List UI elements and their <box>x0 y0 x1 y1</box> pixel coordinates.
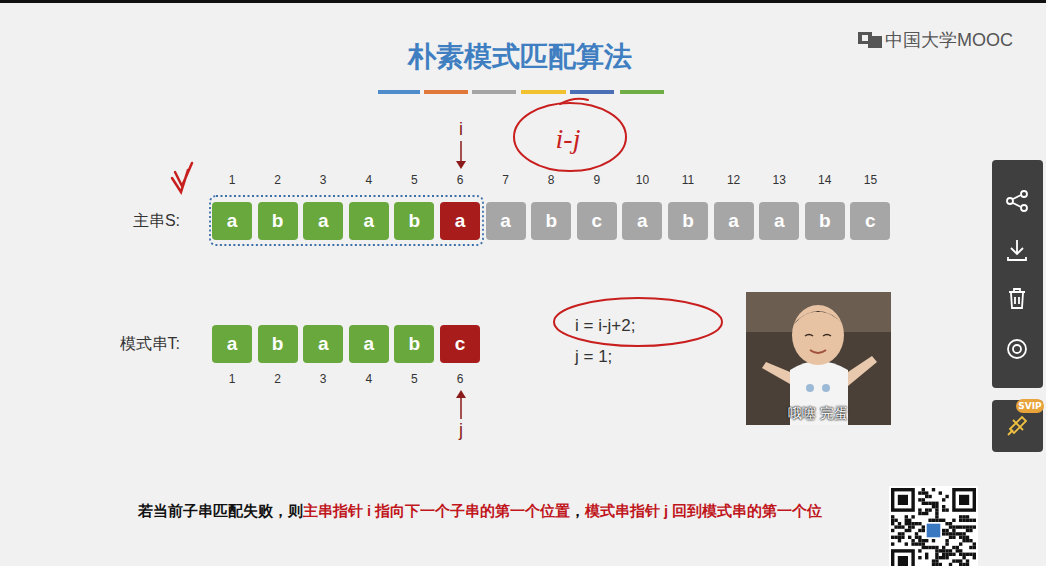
index-number: 4 <box>365 373 372 387</box>
index-number: 2 <box>274 174 281 188</box>
index-number: 9 <box>593 174 600 188</box>
top-bar <box>0 0 1046 3</box>
cell-char: a <box>227 333 238 355</box>
main-string-cell: b <box>394 202 434 240</box>
cell-char: b <box>819 210 831 232</box>
pattern-string-cell: b <box>394 325 434 363</box>
main-string-cell: a <box>212 202 252 240</box>
cell-char: a <box>318 333 329 355</box>
row-label: 主串S: <box>133 212 180 230</box>
pointer-label: j <box>459 420 463 441</box>
cell-char: b <box>272 333 284 355</box>
cell-char: a <box>637 210 648 232</box>
main-string-cell: b <box>805 202 845 240</box>
qr-code <box>889 486 978 566</box>
title-bars <box>378 90 664 94</box>
code-line: i = i-j+2; <box>575 316 635 336</box>
main-string-cell: a <box>714 202 754 240</box>
cell-char: a <box>364 210 375 232</box>
pattern-string-cell: c <box>440 325 480 363</box>
meme-photo <box>746 292 891 425</box>
logo-icon <box>858 32 882 48</box>
main-string-cell: a <box>759 202 799 240</box>
index-number: 13 <box>773 174 786 188</box>
index-number: 5 <box>411 174 418 188</box>
handwritten-note: i-j <box>556 123 581 155</box>
explanation-segment: 主串指针 i 指向下一个子串的第一个位置 <box>303 502 570 521</box>
main-string-cell: a <box>486 202 526 240</box>
cell-char: a <box>227 210 238 232</box>
main-string-cell: a <box>622 202 662 240</box>
cell-char: a <box>364 333 375 355</box>
index-number: 3 <box>320 373 327 387</box>
main-string-cell: b <box>668 202 708 240</box>
cell-char: a <box>455 210 466 232</box>
index-number: 15 <box>864 174 877 188</box>
current-substring-frame <box>210 196 483 245</box>
cell-char: c <box>592 210 603 232</box>
index-number: 6 <box>457 373 464 387</box>
logo-text: 中国大学MOOC <box>885 30 1013 51</box>
explanation-segment: ， <box>570 502 585 521</box>
index-number: 4 <box>365 174 372 188</box>
code-line: j = 1; <box>575 347 612 367</box>
cell-char: a <box>774 210 785 232</box>
main-string-cell: c <box>577 202 617 240</box>
main-string-cell: b <box>531 202 571 240</box>
index-number: 11 <box>682 174 694 188</box>
cell-char: c <box>455 333 466 355</box>
cell-char: a <box>500 210 511 232</box>
photo-caption: 哦噻 完蛋 <box>788 405 848 421</box>
j-pointer-arrow <box>456 390 466 419</box>
cell-char: b <box>682 210 694 232</box>
explanation-segment: 模式串指针 j 回到模式串的第一个位 <box>585 502 822 521</box>
cell-char: b <box>272 210 284 232</box>
index-number: 5 <box>411 373 418 387</box>
side-toolbar <box>992 160 1044 452</box>
main-string-cell: a <box>440 202 480 240</box>
pattern-string-cell: a <box>303 325 343 363</box>
pattern-string-cell: a <box>212 325 252 363</box>
pattern-string-cell: a <box>349 325 389 363</box>
cell-char: b <box>409 333 421 355</box>
row-label: 模式串T: <box>120 335 180 353</box>
cell-char: b <box>409 210 421 232</box>
index-number: 2 <box>274 373 281 387</box>
cell-char: c <box>865 210 876 232</box>
index-number: 10 <box>636 174 649 188</box>
code-highlight-ellipse <box>554 298 722 346</box>
i-pointer-arrow <box>456 141 466 169</box>
index-number: 3 <box>320 174 327 188</box>
pattern-string-cell: b <box>258 325 298 363</box>
index-number: 1 <box>229 174 236 188</box>
index-number: 8 <box>548 174 555 188</box>
index-number: 6 <box>457 174 464 188</box>
index-number: 12 <box>727 174 740 188</box>
main-string-cell: c <box>850 202 890 240</box>
explanation-text: 若当前子串匹配失败，则主串指针 i 指向下一个子串的第一个位置，模式串指针 j … <box>138 500 822 522</box>
slide-title: 朴素模式匹配算法 <box>408 38 632 76</box>
index-number: 1 <box>229 373 236 387</box>
pointer-label: i <box>459 119 463 140</box>
main-string-cell: b <box>258 202 298 240</box>
index-number: 7 <box>502 174 509 188</box>
cell-char: a <box>318 210 329 232</box>
handwritten-annotation <box>172 99 626 192</box>
svip-badge: SVIP <box>1018 401 1041 411</box>
main-string-cell: a <box>349 202 389 240</box>
cell-char: b <box>545 210 557 232</box>
cell-char: a <box>728 210 739 232</box>
index-number: 14 <box>818 174 831 188</box>
explanation-segment: 若当前子串匹配失败，则 <box>138 502 303 521</box>
main-string-cell: a <box>303 202 343 240</box>
